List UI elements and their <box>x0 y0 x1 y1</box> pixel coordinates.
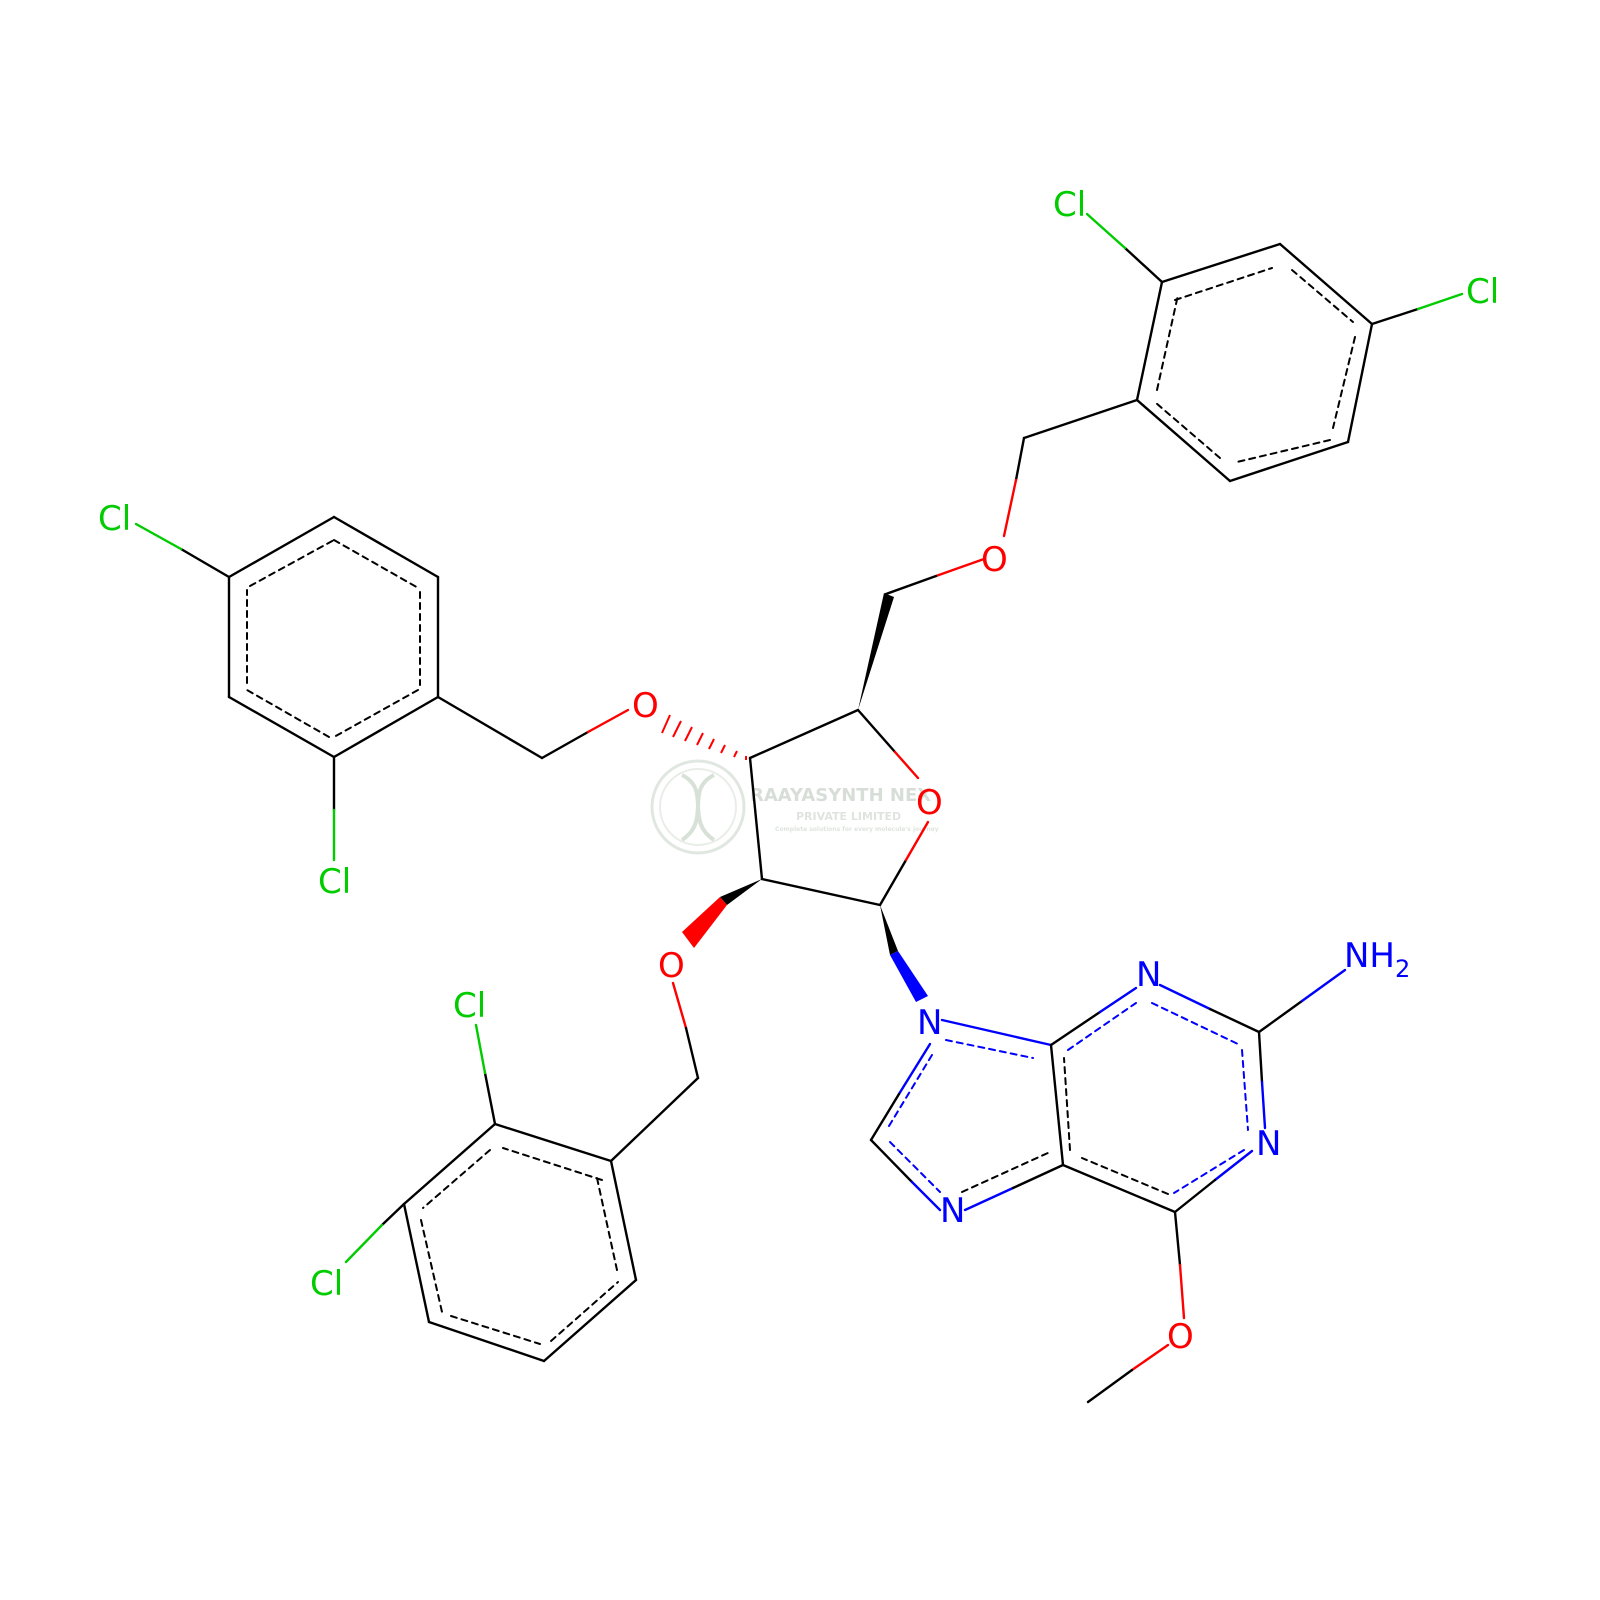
watermark-line1: RAAYASYNTH NEX <box>750 785 931 806</box>
cl-atom-top-right: Cl <box>1466 272 1499 312</box>
cl-atom-top-left: Cl <box>1053 185 1086 225</box>
o-atom-methoxy: O <box>1167 1317 1194 1357</box>
watermark-line2: PRIVATE LIMITED <box>796 810 901 823</box>
bonds <box>134 212 1464 1404</box>
ring-left <box>227 515 440 759</box>
n-atom-n9: N <box>917 1003 942 1043</box>
stereo-bonds <box>661 593 928 1002</box>
atom-labels: Cl Cl Cl Cl Cl Cl O O O O O N N N N NH2 <box>98 185 1499 1357</box>
cl-atom-left-ortho: Cl <box>318 862 351 902</box>
o-atom-2prime: O <box>658 946 685 986</box>
cl-atom-left-para: Cl <box>98 499 131 539</box>
watermark-line3: Complete solutions for every molecule's … <box>775 826 939 833</box>
n-atom-n1: N <box>1256 1124 1281 1164</box>
watermark: RAAYASYNTH NEX PRIVATE LIMITED Complete … <box>650 759 939 855</box>
watermark-logo-icon <box>650 759 746 855</box>
nh2-group-label: NH2 <box>1344 936 1410 983</box>
o-atom-ring: O <box>916 783 943 823</box>
n-atom-n3: N <box>1136 955 1161 995</box>
ring-bottom <box>402 1122 638 1363</box>
cl-atom-bottom-para: Cl <box>310 1264 343 1304</box>
o-atom-5prime: O <box>981 540 1008 580</box>
cl-atom-bottom-ortho: Cl <box>453 986 486 1026</box>
ring-top-right <box>1135 242 1374 483</box>
n-atom-n7: N <box>940 1191 965 1231</box>
o-atom-3prime: O <box>632 686 659 726</box>
